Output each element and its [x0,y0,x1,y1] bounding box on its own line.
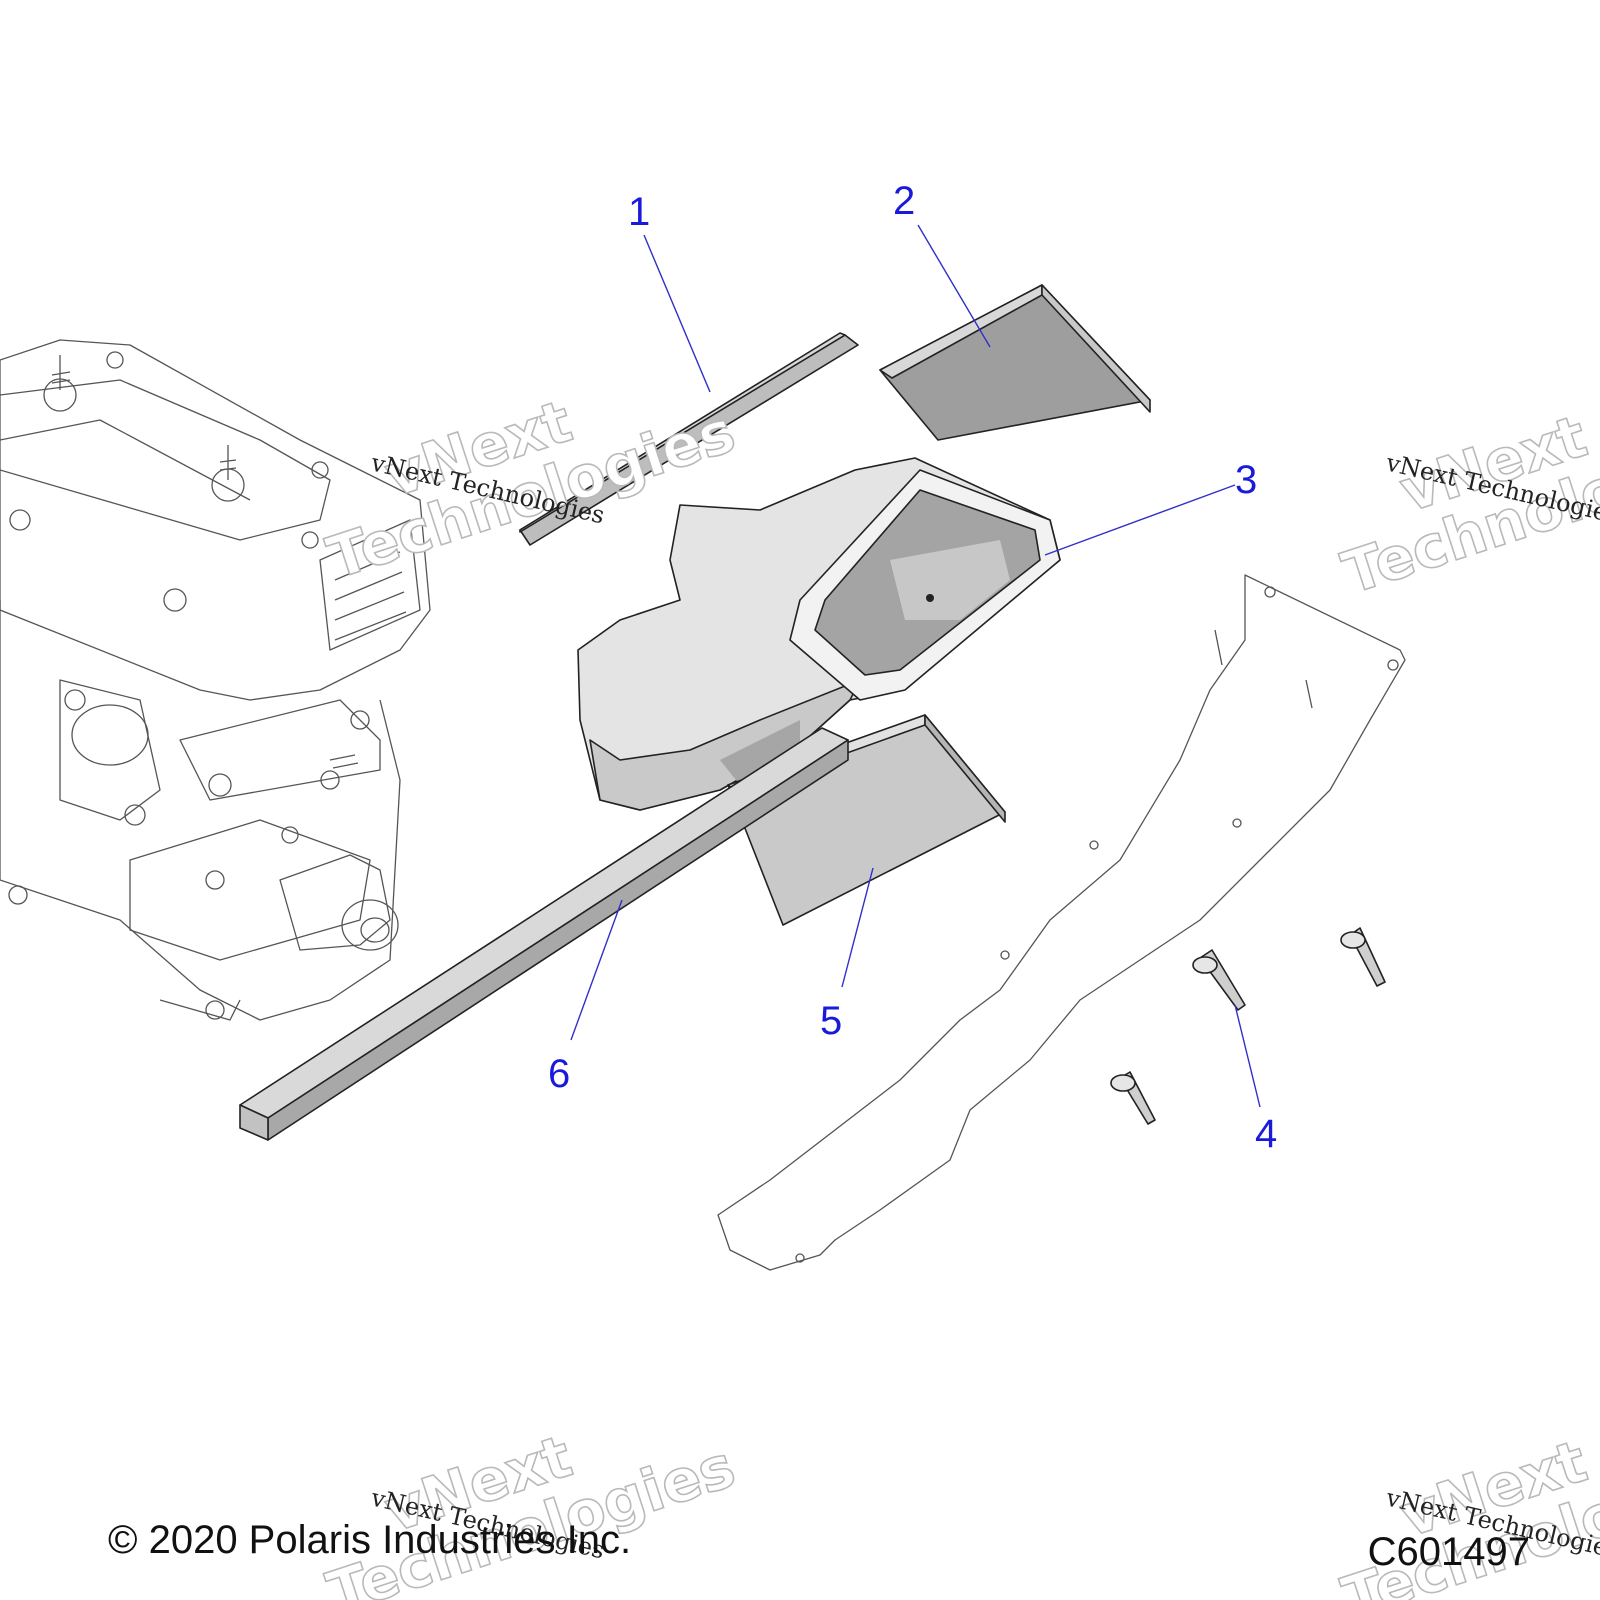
part-3-air-duct [577,457,1061,811]
mounting-plate [717,574,1406,1271]
callout-1: 1 [628,190,650,234]
engine-illustration [0,339,431,1021]
watermark: vNext Technologies [319,1421,744,1600]
leader-3 [1044,484,1236,556]
rivet [1192,949,1246,1011]
part-2-foam-pad [879,284,1151,441]
callout-3: 3 [1235,458,1257,502]
callout-5: 5 [820,999,842,1043]
rivet [1110,1071,1156,1125]
leader-lines [570,224,1261,1108]
leader-4 [1234,1004,1261,1108]
diagram-code: C601497 [1367,1530,1530,1574]
part-4-rivets [1110,927,1386,1125]
leader-2 [917,224,991,348]
part-6-foam-strip [239,727,849,1141]
copyright-notice: © 2020 Polaris Industries Inc. [108,1518,632,1562]
callout-6: 6 [548,1052,570,1096]
callout-4: 4 [1255,1112,1277,1156]
leader-5 [841,867,874,988]
leader-1 [643,234,711,393]
callout-2: 2 [893,179,915,223]
part-1-foam-pad [519,332,859,546]
leader-6 [570,899,623,1041]
rivet [1340,927,1386,987]
